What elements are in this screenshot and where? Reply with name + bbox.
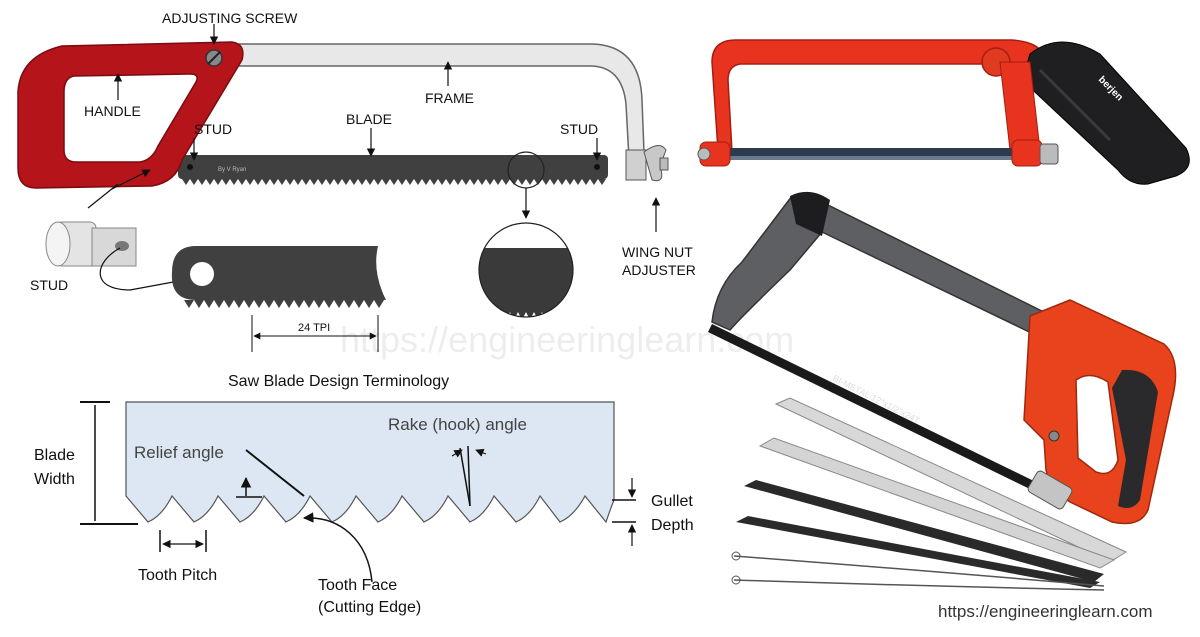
wing-nut bbox=[625, 145, 669, 182]
label-handle: HANDLE bbox=[84, 103, 141, 119]
stud-hole-right bbox=[594, 164, 600, 170]
blade-magnified-detail bbox=[479, 223, 573, 317]
label-tpi: 24 TPI bbox=[298, 322, 330, 334]
label-blade-width-2: Width bbox=[34, 471, 75, 488]
photo-red-hacksaw: berjen bbox=[697, 39, 1190, 185]
hacksaw-handle bbox=[17, 41, 244, 189]
footer-url: https://engineeringlearn.com bbox=[938, 602, 1153, 621]
label-blade-width-1: Blade bbox=[34, 447, 75, 464]
label-tooth-pitch: Tooth Pitch bbox=[138, 567, 217, 584]
label-stud-detail: STUD bbox=[30, 277, 68, 293]
hacksaw-blade bbox=[178, 155, 608, 179]
stud-hole-left bbox=[187, 164, 193, 170]
label-gullet-2: Depth bbox=[651, 517, 694, 534]
terminology-blade-body bbox=[125, 401, 615, 524]
label-adjusting-screw: ADJUSTING SCREW bbox=[162, 10, 298, 26]
label-gullet-1: Gullet bbox=[651, 493, 693, 510]
blade-end-enlarged bbox=[171, 246, 386, 300]
hacksaw-blade-teeth bbox=[182, 179, 606, 185]
label-tooth-face-2: (Cutting Edge) bbox=[318, 599, 421, 616]
watermark: https://engineeringlearn.com bbox=[340, 319, 794, 360]
label-rake-angle: Rake (hook) angle bbox=[388, 415, 527, 434]
stud-part-illustration bbox=[45, 221, 137, 267]
blade-terminology-diagram: Saw Blade Design Terminology Blade Width… bbox=[34, 373, 694, 616]
hacksaw-diagram: By V Ryan bbox=[17, 10, 696, 352]
label-stud-left: STUD bbox=[194, 121, 232, 137]
label-wing-nut-2: ADJUSTER bbox=[622, 262, 696, 278]
label-relief-angle: Relief angle bbox=[134, 443, 224, 462]
label-wing-nut-1: WING NUT bbox=[622, 244, 693, 260]
label-tooth-face-1: Tooth Face bbox=[318, 577, 397, 594]
label-blade: BLADE bbox=[346, 111, 392, 127]
blade-marking: By V Ryan bbox=[218, 167, 246, 173]
label-stud-right: STUD bbox=[560, 121, 598, 137]
blade-marking-photo: BI-METAL 12"x1/2"x24T bbox=[831, 373, 922, 426]
terminology-title: Saw Blade Design Terminology bbox=[228, 373, 449, 390]
label-frame: FRAME bbox=[425, 90, 474, 106]
photo-orange-hacksaw: BI-METAL 12"x1/2"x24T bbox=[708, 191, 1177, 591]
